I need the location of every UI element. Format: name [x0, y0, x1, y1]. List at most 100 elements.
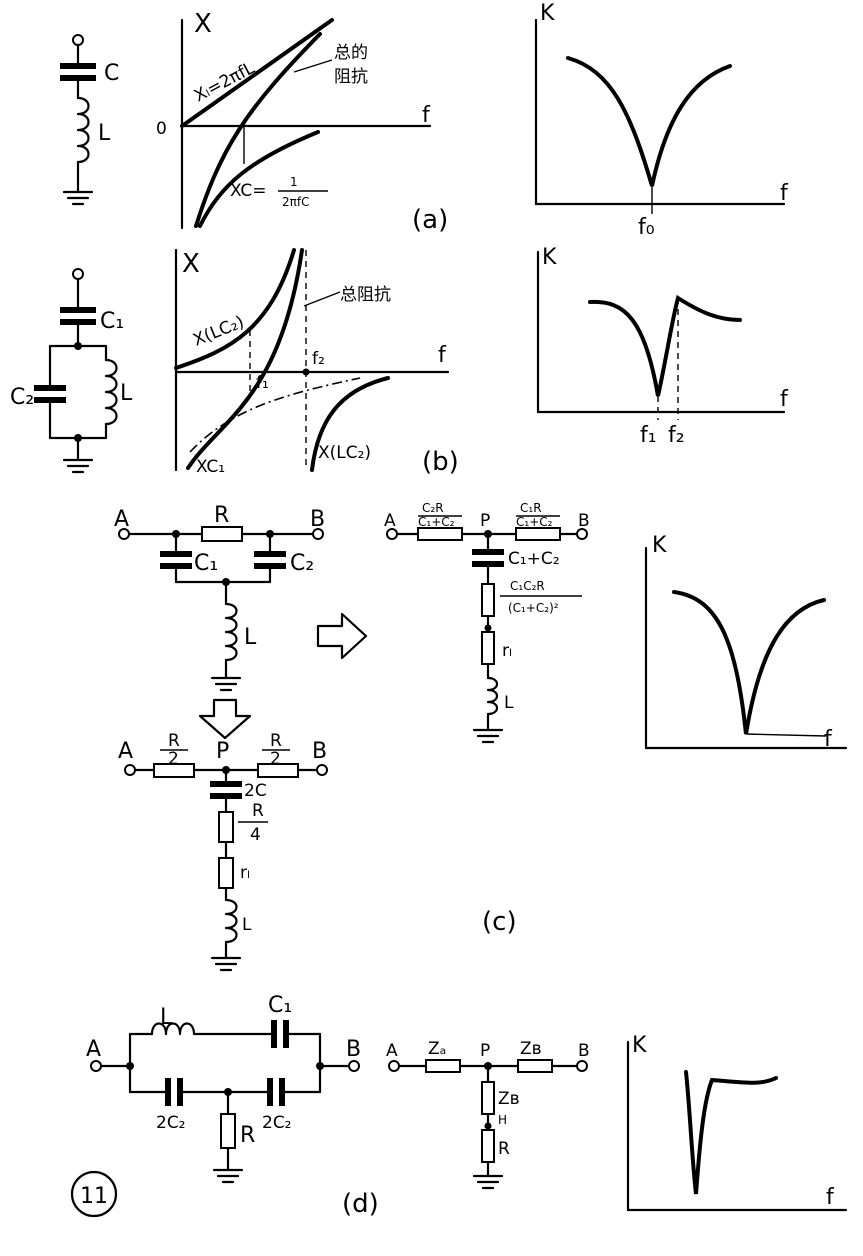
- response-graph-c: [644, 546, 848, 750]
- eq-terminal-a: A: [384, 511, 396, 531]
- eq-resistor-label: R: [498, 1139, 510, 1159]
- f2-label: f₂: [312, 349, 325, 369]
- xc1-curve: [189, 377, 361, 453]
- f-axis-label: f: [780, 387, 789, 412]
- terminal-b-label: B: [310, 507, 325, 532]
- x-axis-label: f: [422, 103, 431, 128]
- equivalent-circuit-c: [386, 527, 588, 744]
- eq-node-p: P: [480, 1041, 490, 1061]
- y-axis-label: X: [182, 249, 200, 279]
- k-axis-label: K: [540, 1, 555, 26]
- terminal-a-label: A: [114, 507, 129, 532]
- response-curve-c: [672, 590, 826, 735]
- t-node-p: P: [216, 739, 229, 764]
- inductor-coil: [486, 676, 499, 716]
- t-capacitor-label: 2C: [244, 781, 267, 801]
- x-lc2-bottom-label: X(LC₂): [318, 443, 371, 463]
- c1-label: C₁: [100, 309, 124, 334]
- panel-d: A B L C₁ 2C₂ 2C₂ R A P B Zₐ: [70, 993, 848, 1219]
- xl-line: [180, 18, 334, 128]
- t-equivalent-circuit: [124, 763, 328, 972]
- inductor-coil: [104, 358, 118, 426]
- inductor-label: L: [160, 1005, 173, 1030]
- k-axis-label: K: [632, 1033, 647, 1058]
- transform-arrow-right: [316, 612, 368, 660]
- node-h-label: H: [498, 1113, 507, 1127]
- figure-number-circle: [70, 1170, 118, 1218]
- twin-branch-circuit: [90, 1020, 360, 1184]
- f0-label: f₀: [638, 215, 655, 240]
- resistor: [201, 526, 243, 542]
- terminal-b-label: B: [346, 1037, 361, 1062]
- transform-arrow-down: [198, 698, 252, 740]
- panel-a: C L X f 0 Xₗ=2πfL 总的 阻抗 XC= 1 2πfC (a) K: [60, 1, 789, 240]
- inductor-label: L: [244, 625, 257, 650]
- t-r4-numerator: R: [252, 801, 264, 821]
- reactance-graph-b: [174, 248, 450, 472]
- t-r1-numerator: R: [168, 731, 180, 751]
- xc-numerator: 1: [290, 175, 298, 189]
- t-r2-denominator: 2: [270, 749, 281, 769]
- f-axis-label: f: [826, 1185, 835, 1210]
- origin-label: 0: [156, 119, 167, 139]
- eq-terminal-a: A: [386, 1041, 398, 1061]
- c1-label: C₁: [268, 993, 292, 1018]
- response-curve-a: [566, 56, 732, 187]
- eq-r2-denominator: C₁+C₂: [516, 515, 553, 529]
- eq-r2-numerator: C₁R: [520, 501, 542, 515]
- inductor-coil: [224, 602, 238, 662]
- eq-inductor-label: L: [504, 693, 514, 713]
- panel-c-tag: (c): [482, 907, 517, 937]
- panel-d-tag: (d): [342, 1189, 379, 1219]
- input-terminal: [72, 34, 84, 46]
- figure-number: 11: [80, 1184, 108, 1209]
- reactance-graph-a: [180, 18, 432, 230]
- input-terminal: [72, 268, 84, 280]
- f2-response-label: f₂: [668, 423, 685, 448]
- response-graph-a: [534, 18, 786, 214]
- panel-b: C₁ C₂ L X f X(LC₂) 总阻抗 f₂ f₁ XC₁ X(LC₂) …: [10, 245, 789, 477]
- eq-rl-label: rₗ: [502, 641, 512, 661]
- bridged-t-circuit: [118, 526, 324, 692]
- y-axis-label: X: [194, 9, 212, 39]
- response-curve-d: [684, 1070, 778, 1195]
- zb2-label: Zʙ: [498, 1089, 520, 1109]
- resistor-label: R: [214, 503, 229, 528]
- panel-b-tag: (b): [422, 447, 459, 477]
- za-label: Zₐ: [428, 1039, 446, 1059]
- panel-a-tag: (a): [412, 205, 448, 235]
- x-axis-label: f: [438, 343, 447, 368]
- inductor-label: L: [98, 121, 111, 146]
- c2-label: C₂: [290, 551, 314, 576]
- eq-r1-denominator: C₁+C₂: [418, 515, 455, 529]
- inductor-label: L: [120, 381, 133, 406]
- inductor-coil: [76, 96, 90, 164]
- x-lc2-top-label: X(LC₂): [190, 312, 247, 350]
- response-curve-b: [588, 294, 742, 397]
- x-lc2-curve-top: [174, 248, 296, 370]
- f1-label: f₁: [256, 373, 269, 393]
- total-reactance-curve: [194, 32, 322, 228]
- f1-response-label: f₁: [640, 423, 657, 448]
- xc-curve: [198, 130, 320, 228]
- zb-label: Zʙ: [520, 1039, 542, 1059]
- inductor-coil: [224, 898, 238, 944]
- terminal-a-label: A: [86, 1037, 101, 1062]
- t-terminal-a: A: [118, 739, 133, 764]
- total-impedance-label-2: 阻抗: [334, 67, 368, 87]
- equivalent-circuit-d: [388, 1059, 588, 1190]
- resistor-label: R: [240, 1123, 255, 1148]
- t-r4-denominator: 4: [250, 825, 261, 845]
- capacitor-label: C: [104, 61, 119, 86]
- total-impedance-label-1: 总的: [334, 43, 368, 63]
- f-axis-label: f: [780, 181, 789, 206]
- eq-node-p: P: [480, 511, 490, 531]
- t-r1-denominator: 2: [168, 749, 179, 769]
- c2-label: C₂: [10, 385, 34, 410]
- c2a-label: 2C₂: [156, 1113, 186, 1133]
- t-inductor-label: L: [242, 915, 252, 935]
- x-lc2-curve-bottom: [310, 376, 390, 472]
- f-axis-label: f: [824, 727, 833, 752]
- response-graph-d: [626, 1040, 848, 1212]
